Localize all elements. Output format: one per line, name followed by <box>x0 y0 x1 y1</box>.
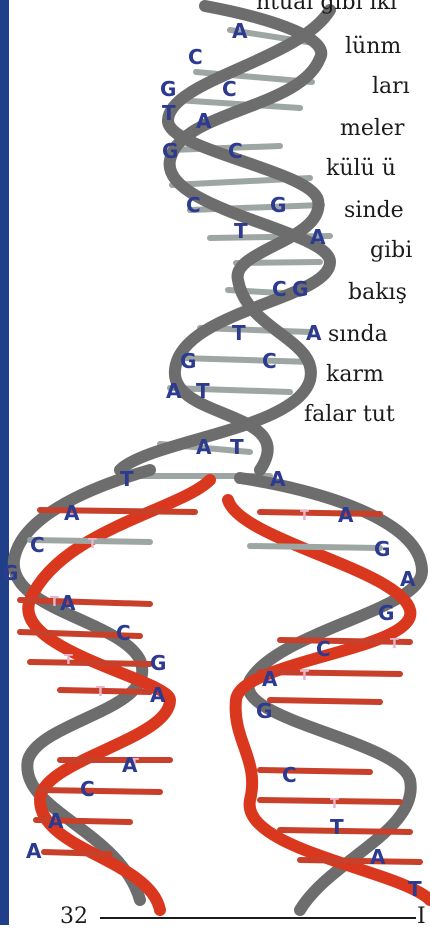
base-letter: C <box>188 45 203 69</box>
base-letter: T <box>232 321 246 345</box>
base-letter: A <box>232 19 248 43</box>
body-text-line: ları <box>372 76 410 98</box>
body-text-line: sında <box>328 324 388 346</box>
body-text-line: lünm <box>345 36 401 58</box>
svg-text:T: T <box>64 653 73 668</box>
base-letter: A <box>306 321 322 345</box>
base-letter: A <box>122 753 138 777</box>
base-letter: G <box>374 537 390 561</box>
base-letter: C <box>116 621 131 645</box>
base-letter: A <box>370 845 386 869</box>
base-letter: C <box>282 763 297 787</box>
body-text-line: meler <box>340 118 404 140</box>
base-letter: G <box>150 651 166 675</box>
base-letter: A <box>64 501 80 525</box>
base-letter: A <box>196 435 212 459</box>
footer-rule <box>100 917 416 919</box>
base-letter: A <box>400 567 416 591</box>
base-letter: A <box>338 503 354 527</box>
svg-text:T: T <box>88 537 97 552</box>
base-letter: C <box>272 277 287 301</box>
base-letter: C <box>222 77 237 101</box>
base-letter: G <box>256 699 272 723</box>
base-letter: A <box>48 809 64 833</box>
base-letter: G <box>160 77 176 101</box>
base-letter: A <box>310 225 326 249</box>
svg-text:T: T <box>390 637 399 652</box>
body-text-line: külü ü <box>326 158 396 180</box>
base-letter: A <box>60 591 76 615</box>
base-letter: T <box>162 101 176 125</box>
body-text-line: gibi <box>370 240 412 262</box>
body-text-line: karm <box>326 364 384 386</box>
base-letter: T <box>408 877 422 901</box>
base-letter: T <box>230 435 244 459</box>
base-letter: A <box>166 379 182 403</box>
svg-text:T: T <box>300 509 309 524</box>
base-letter: G <box>162 139 178 163</box>
base-letter: C <box>186 193 201 217</box>
base-letter: G <box>378 601 394 625</box>
body-text-line: ntual gibi iki <box>256 0 397 14</box>
base-letter: C <box>80 777 95 801</box>
base-letter: A <box>270 467 286 491</box>
svg-text:T: T <box>330 797 339 812</box>
base-letter: C <box>262 349 277 373</box>
base-letter: G <box>292 277 308 301</box>
base-letter: T <box>234 219 248 243</box>
base-letter: A <box>262 667 278 691</box>
base-letter: G <box>270 193 286 217</box>
svg-text:T: T <box>96 685 105 700</box>
base-letter: A <box>150 683 166 707</box>
base-letter: G <box>180 349 196 373</box>
base-letter: C <box>30 533 45 557</box>
base-letter: A <box>26 839 42 863</box>
body-text-line: bakış <box>348 282 407 304</box>
base-letter: T <box>196 379 210 403</box>
svg-text:T: T <box>50 595 59 610</box>
base-letter: T <box>120 467 134 491</box>
base-letter: C <box>228 139 243 163</box>
svg-text:T: T <box>300 669 309 684</box>
base-letter: C <box>316 637 331 661</box>
body-text-line: sinde <box>344 200 404 222</box>
base-letter: A <box>196 109 212 133</box>
base-letter: T <box>330 815 344 839</box>
base-letter: G <box>2 561 18 585</box>
body-text-line: falar tut <box>304 404 395 426</box>
